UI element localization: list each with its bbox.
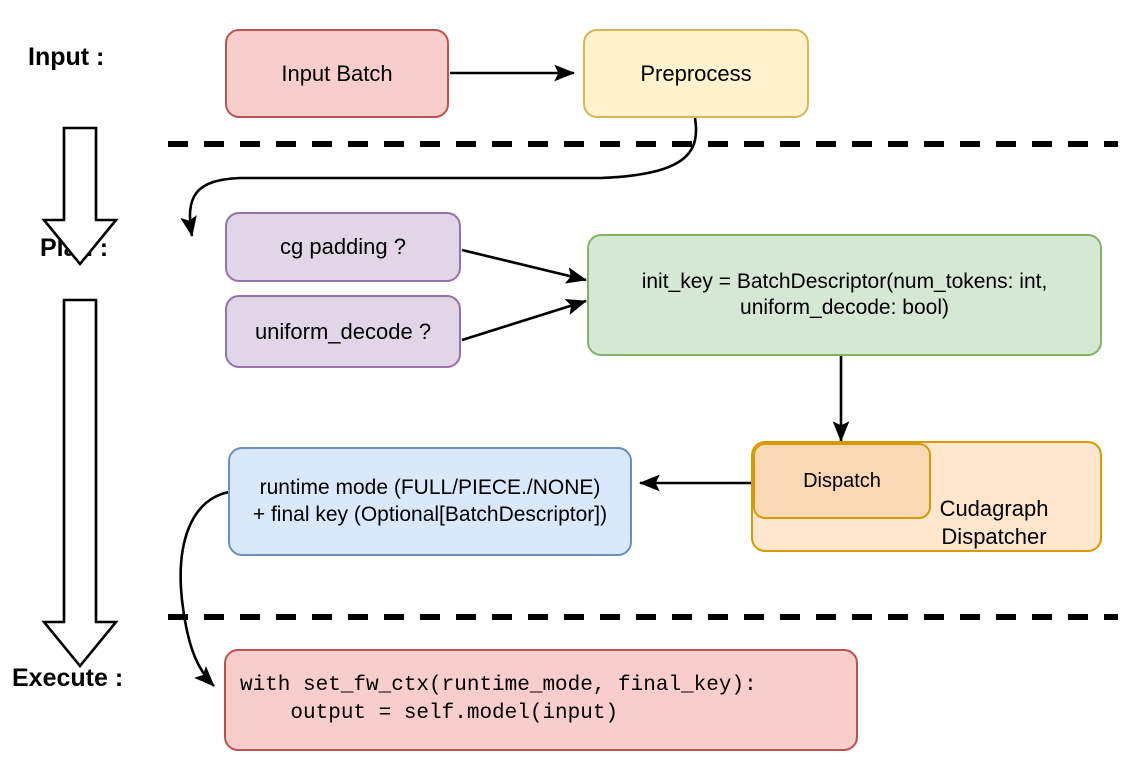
- edge-uniform-decode-to-init-key: [461, 298, 587, 342]
- node-runtime-mode-line1: runtime mode (FULL/PIECE./NONE): [259, 476, 601, 500]
- stage-label-execute: Execute :: [12, 664, 124, 692]
- node-dispatch[interactable]: Dispatch: [753, 443, 931, 519]
- stage-label-plan: Plan :: [40, 234, 109, 262]
- node-runtime-mode-line2: + final key (Optional[BatchDescriptor]): [252, 502, 608, 526]
- node-init-key-line1: init_key = BatchDescriptor(num_tokens: i…: [641, 269, 1048, 293]
- node-init-key-line2: uniform_decode: bool): [740, 296, 949, 319]
- node-init-key[interactable]: init_key = BatchDescriptor(num_tokens: i…: [587, 234, 1102, 356]
- node-cg-padding-label: cg padding ?: [280, 234, 406, 260]
- node-preprocess[interactable]: Preprocess: [583, 29, 809, 118]
- node-execute-code-line2: output = self.model(input): [240, 702, 619, 725]
- node-cudagraph-dispatcher-line2: Dispatcher: [941, 523, 1047, 549]
- node-uniform-decode-label: uniform_decode ?: [254, 318, 432, 344]
- node-runtime-mode[interactable]: runtime mode (FULL/PIECE./NONE) + final …: [228, 447, 632, 556]
- node-input-batch-label: Input Batch: [281, 60, 393, 86]
- node-cg-padding[interactable]: cg padding ?: [225, 212, 461, 282]
- node-execute-code[interactable]: with set_fw_ctx(runtime_mode, final_key)…: [224, 649, 858, 751]
- node-uniform-decode[interactable]: uniform_decode ?: [225, 295, 461, 368]
- stage-label-input: Input :: [28, 43, 105, 71]
- node-input-batch[interactable]: Input Batch: [225, 29, 449, 118]
- node-dispatch-label: Dispatch: [803, 469, 881, 492]
- edge-cg-padding-to-init-key: [461, 248, 588, 284]
- node-cudagraph-dispatcher-line1: Cudagraph: [939, 496, 1049, 521]
- node-preprocess-label: Preprocess: [640, 60, 752, 86]
- edge-runtime-mode-to-execute-code: [179, 490, 230, 687]
- plan-to-execute-arrow: [41, 298, 119, 669]
- node-execute-code-line1: with set_fw_ctx(runtime_mode, final_key)…: [240, 673, 757, 697]
